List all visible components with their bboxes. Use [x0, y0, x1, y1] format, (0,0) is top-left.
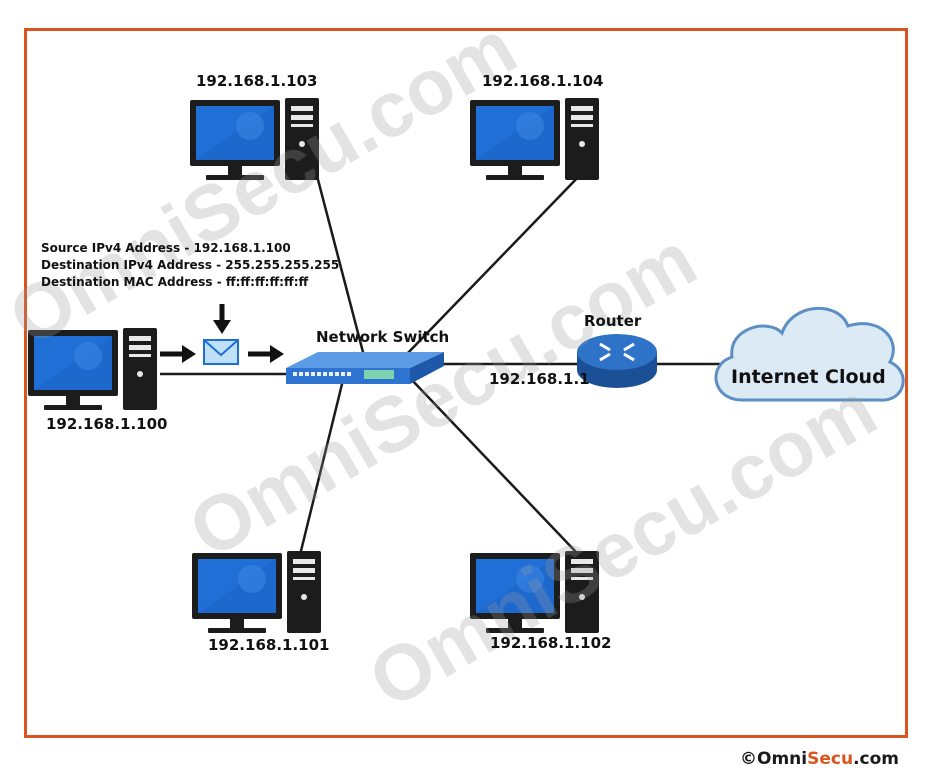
cloud-label: Internet Cloud — [731, 366, 886, 388]
switch-label: Network Switch — [316, 328, 450, 346]
copyright-symbol: © — [740, 749, 757, 769]
host-101-ip: 192.168.1.101 — [208, 636, 330, 654]
cable-switch-103 — [314, 171, 366, 357]
host-100-ip: 192.168.1.100 — [46, 415, 168, 433]
router-ip: 192.168.1.1 — [489, 370, 590, 388]
cable-switch-102 — [409, 377, 577, 553]
destination-ip-text: Destination IPv4 Address - 255.255.255.2… — [41, 258, 340, 272]
cable-switch-101 — [298, 379, 345, 556]
diagram-border — [24, 28, 908, 738]
host-102-ip: 192.168.1.102 — [490, 634, 612, 652]
envelope-icon — [203, 339, 239, 365]
destination-mac-text: Destination MAC Address - ff:ff:ff:ff:ff… — [41, 275, 309, 289]
brand-tld: .com — [853, 749, 899, 769]
computer-104-icon — [470, 98, 599, 180]
host-103-ip: 192.168.1.103 — [196, 72, 318, 90]
frame-flow — [160, 304, 284, 365]
network-cables — [160, 171, 725, 556]
copyright-notice: ©OmniSecu.com — [740, 749, 899, 769]
network-switch-icon — [286, 352, 444, 384]
frame-header-info: Source IPv4 Address - 192.168.1.100 Dest… — [41, 240, 339, 291]
router-icon — [577, 334, 657, 388]
host-104-ip: 192.168.1.104 — [482, 72, 604, 90]
source-ip-text: Source IPv4 Address - 192.168.1.100 — [41, 241, 291, 255]
cable-switch-104 — [404, 171, 584, 357]
brand-omni: Omni — [757, 749, 808, 769]
router-label: Router — [584, 312, 642, 330]
internet-cloud-icon — [714, 306, 905, 402]
brand-secu: Secu — [807, 749, 854, 769]
